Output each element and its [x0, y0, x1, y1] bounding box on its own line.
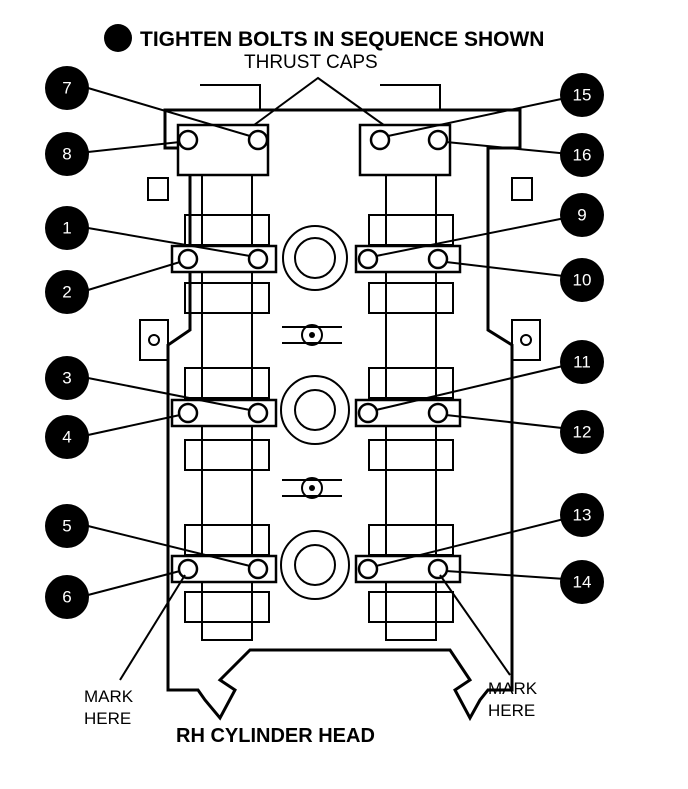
- sequence-marker-5: 5: [45, 504, 89, 548]
- spark-plug-bore-2: [280, 375, 350, 445]
- svg-text:13: 13: [573, 506, 592, 525]
- legend: TIGHTEN BOLTS IN SEQUENCE SHOWN: [104, 24, 544, 52]
- bolt-heads: [177, 129, 449, 580]
- sequence-marker-8: 8: [45, 132, 89, 176]
- sequence-marker-1: 1: [45, 206, 89, 250]
- mount-ear-right: [511, 319, 541, 361]
- head-tab-left: [200, 84, 261, 110]
- cylinder-head-drawing: [139, 84, 541, 722]
- sequence-marker-7: 7: [45, 66, 89, 110]
- mark-here-left: MARK HERE: [84, 687, 134, 728]
- lug-left-top: [147, 177, 169, 201]
- svg-text:10: 10: [573, 271, 592, 290]
- sequence-leaders: [87, 87, 581, 681]
- svg-text:9: 9: [577, 206, 586, 225]
- bolt-head-3: [247, 402, 269, 424]
- mark-left-line2: HERE: [84, 709, 131, 728]
- bolt-head-8: [177, 129, 199, 151]
- thrust-caps-leader: [249, 76, 389, 129]
- bolt-head-9: [357, 248, 379, 270]
- svg-text:14: 14: [573, 573, 592, 592]
- bolt-head-13: [357, 558, 379, 580]
- mark-here-right: MARK HERE: [488, 679, 538, 720]
- bolt-head-11: [357, 402, 379, 424]
- sequence-marker-13: 13: [560, 493, 604, 537]
- mark-right-line1: MARK: [488, 679, 538, 698]
- mount-ear-left: [139, 319, 169, 361]
- sequence-marker-4: 4: [45, 415, 89, 459]
- svg-text:12: 12: [573, 423, 592, 442]
- sequence-marker-14: 14: [560, 560, 604, 604]
- bolt-head-2: [177, 248, 199, 270]
- svg-text:15: 15: [573, 86, 592, 105]
- thrust-cap-left: [176, 123, 270, 177]
- sequence-marker-16: 16: [560, 133, 604, 177]
- sequence-marker-3: 3: [45, 356, 89, 400]
- spark-plug-bore-1: [282, 225, 348, 291]
- mark-right-line2: HERE: [488, 701, 535, 720]
- sequence-marker-12: 12: [560, 410, 604, 454]
- svg-text:16: 16: [573, 146, 592, 165]
- spark-plug-bore-3: [280, 530, 350, 600]
- svg-text:5: 5: [62, 517, 71, 536]
- bolt-head-15: [369, 129, 391, 151]
- boss-upper: [301, 324, 323, 346]
- mount-hole-right: [520, 334, 532, 346]
- svg-text:7: 7: [62, 79, 71, 98]
- svg-text:3: 3: [62, 369, 71, 388]
- svg-text:4: 4: [62, 428, 71, 447]
- svg-text:8: 8: [62, 145, 71, 164]
- bolt-head-6: [177, 558, 199, 580]
- svg-text:1: 1: [62, 219, 71, 238]
- legend-marker-icon: [104, 24, 132, 52]
- bolt-head-5: [247, 558, 269, 580]
- sequence-markers: 7 8 1 2 3 4 5 6 15 16 9 10 11 12 13 14: [45, 66, 604, 619]
- bolt-head-16: [427, 129, 449, 151]
- legend-text: TIGHTEN BOLTS IN SEQUENCE SHOWN: [140, 28, 544, 51]
- sequence-marker-11: 11: [560, 340, 604, 384]
- svg-text:6: 6: [62, 588, 71, 607]
- sequence-marker-10: 10: [560, 258, 604, 302]
- bolt-head-7: [247, 129, 269, 151]
- mount-hole-left: [148, 334, 160, 346]
- sequence-marker-6: 6: [45, 575, 89, 619]
- svg-text:2: 2: [62, 283, 71, 302]
- mark-left-line1: MARK: [84, 687, 134, 706]
- bolt-head-12: [427, 402, 449, 424]
- bolt-head-10: [427, 248, 449, 270]
- thrust-caps-label: THRUST CAPS: [244, 52, 378, 73]
- sequence-marker-2: 2: [45, 270, 89, 314]
- bolt-head-14: [427, 558, 449, 580]
- bolt-head-1: [247, 248, 269, 270]
- sequence-marker-15: 15: [560, 73, 604, 117]
- lug-right-top: [511, 177, 533, 201]
- boss-lower: [301, 477, 323, 499]
- head-tab-right: [380, 84, 441, 110]
- sequence-marker-9: 9: [560, 193, 604, 237]
- svg-text:11: 11: [573, 353, 591, 372]
- bolt-head-4: [177, 402, 199, 424]
- diagram-title: RH CYLINDER HEAD: [176, 725, 375, 747]
